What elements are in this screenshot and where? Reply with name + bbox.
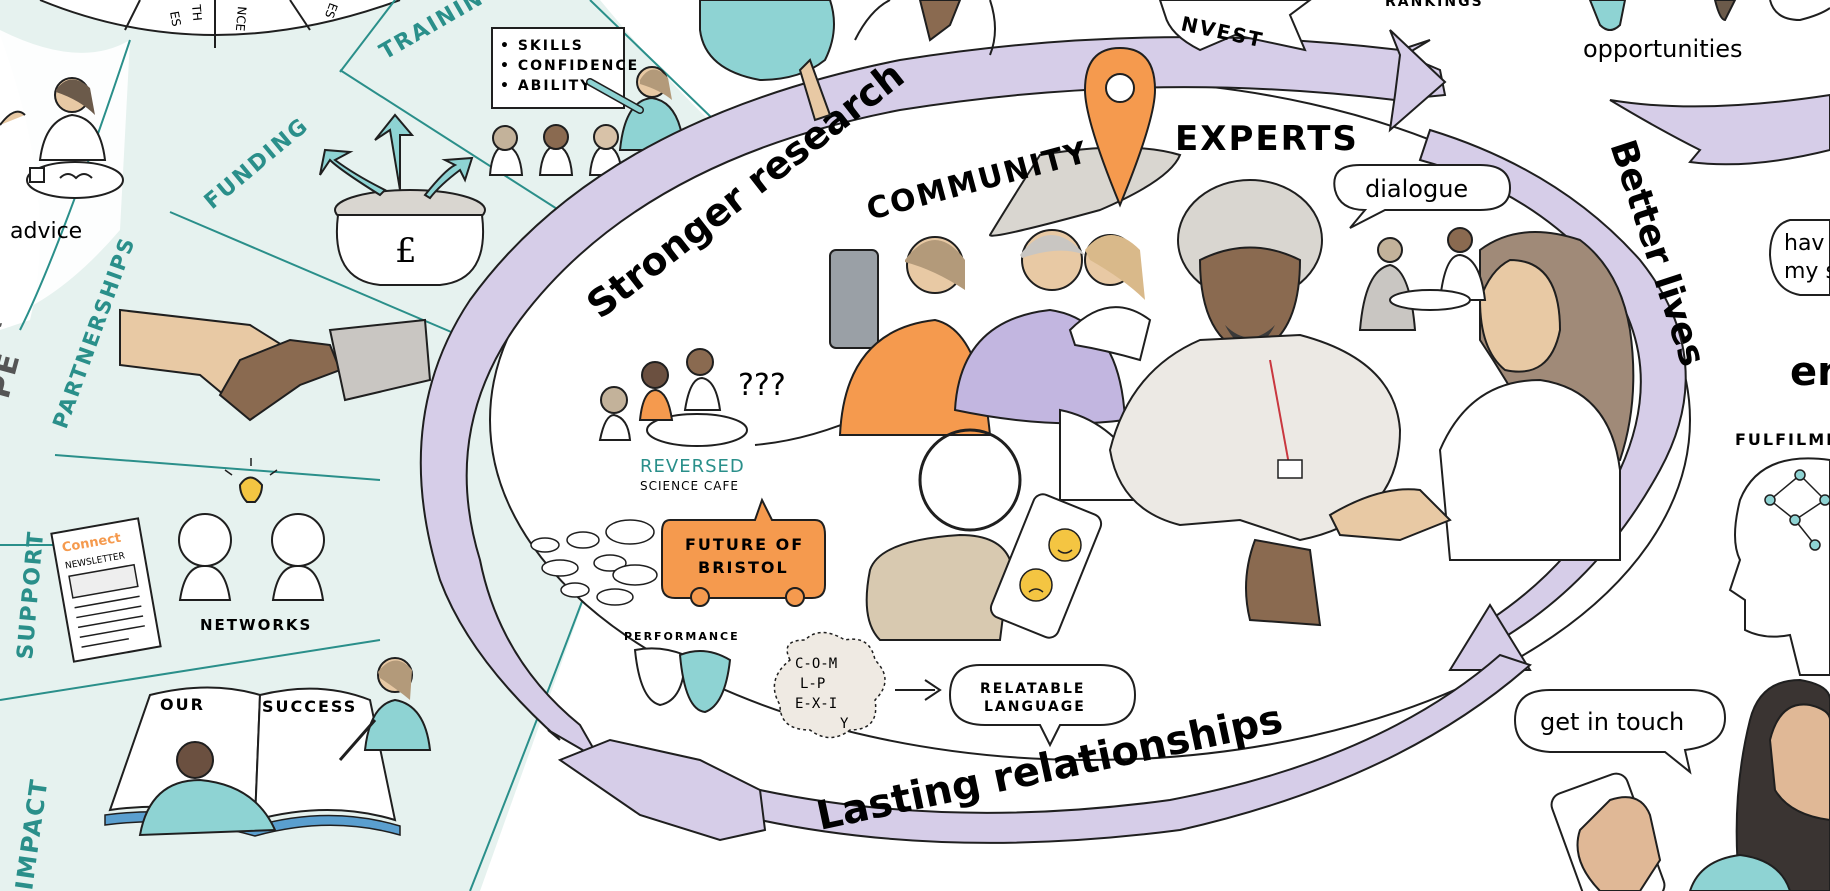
relatable-language-bubble: RELATABLE LANGUAGE [948, 664, 1137, 748]
map-pin-icon [988, 46, 1182, 237]
cycle: NVEST Stronger research Better lives Las… [419, 0, 1713, 844]
success-book: OUR SUCCESS [104, 657, 432, 837]
pot-pound-symbol: £ [395, 231, 417, 271]
expert-woman [1328, 231, 1635, 561]
book-word-success: SUCCESS [262, 697, 357, 716]
future-bubble-line1: FUTURE OF [685, 535, 804, 554]
dialogue-bubble: dialogue [1333, 164, 1512, 229]
performance-masks: PERFORMANCE [624, 630, 740, 714]
speech-partial-line2: my s [1784, 259, 1830, 284]
complex-letters-1: C-O-M [795, 656, 837, 672]
dialogue-bubble-text: dialogue [1365, 175, 1468, 203]
reversed-cafe-title: REVERSED [640, 456, 745, 477]
woman-with-phone [1550, 678, 1830, 891]
sad-face-icon [1019, 568, 1053, 602]
training-board-ability: • ABILITY [500, 78, 592, 94]
future-bubble-line2: BRISTOL [698, 558, 789, 577]
wheel-partial-top-d: ES [322, 1, 340, 20]
training-board-confidence: • CONFIDENCE [500, 58, 639, 74]
advice-illustration: advice [0, 77, 124, 244]
community-people [829, 229, 1152, 532]
reversed-cafe-subtitle: SCIENCE CAFE [640, 479, 739, 493]
feedback-phone [865, 493, 1103, 641]
wheel-partial-top-a: ES [167, 10, 183, 27]
get-in-touch-text: get in touch [1540, 708, 1684, 736]
networks-label: NETWORKS [200, 616, 312, 634]
funding-pot: £ [319, 113, 486, 286]
get-in-touch-bubble: get in touch [1513, 689, 1727, 775]
opportunities-label: opportunities [1583, 35, 1743, 63]
handshake-illustration [119, 308, 432, 422]
top-center-people [699, 0, 996, 122]
background-couple [1358, 227, 1487, 331]
en-partial-label: en [1790, 349, 1830, 395]
networks-illustration: NETWORKS [178, 458, 325, 634]
wheel-partial-left-a: A [0, 316, 7, 339]
happy-face-icon [1048, 528, 1082, 562]
experts-label: EXPERTS [1175, 119, 1359, 159]
lightbulb-icon [238, 476, 264, 503]
question-marks: ??? [738, 368, 786, 403]
brain-network-head [1728, 457, 1830, 676]
complex-letters-3: E-X-I [795, 696, 837, 712]
wheel-partial-top-b: TH [189, 3, 204, 22]
fulfilment-partial-label: FULFILMEN [1735, 430, 1830, 449]
relatable-bubble-line1: RELATABLE [980, 681, 1085, 697]
newsletter-illustration: Connect NEWSLETTER [50, 517, 162, 663]
complex-letters-2: L-P [800, 676, 825, 692]
training-board-skills: • SKILLS [500, 38, 584, 54]
relatable-bubble-line2: LANGUAGE [984, 699, 1086, 715]
future-of-bristol-bubble: FUTURE OF BRISTOL [530, 497, 826, 607]
rankings-partial-label: RANKINGS [1385, 0, 1484, 10]
expert-man [1108, 179, 1402, 627]
complex-letters-4: Y [840, 716, 849, 732]
complexity-cloud: C-O-M L-P E-X-I Y [773, 631, 942, 739]
advice-label: advice [10, 219, 82, 244]
speech-partial-line1: hav [1784, 231, 1824, 256]
training-board: • SKILLS • CONFIDENCE • ABILITY [488, 27, 686, 176]
performance-label: PERFORMANCE [624, 630, 740, 643]
wheel-partial-top-c: NCE [233, 6, 249, 32]
book-word-our: OUR [160, 695, 205, 714]
right-side: RANKINGS opportunities hav my s en FULFI… [1385, 0, 1830, 891]
